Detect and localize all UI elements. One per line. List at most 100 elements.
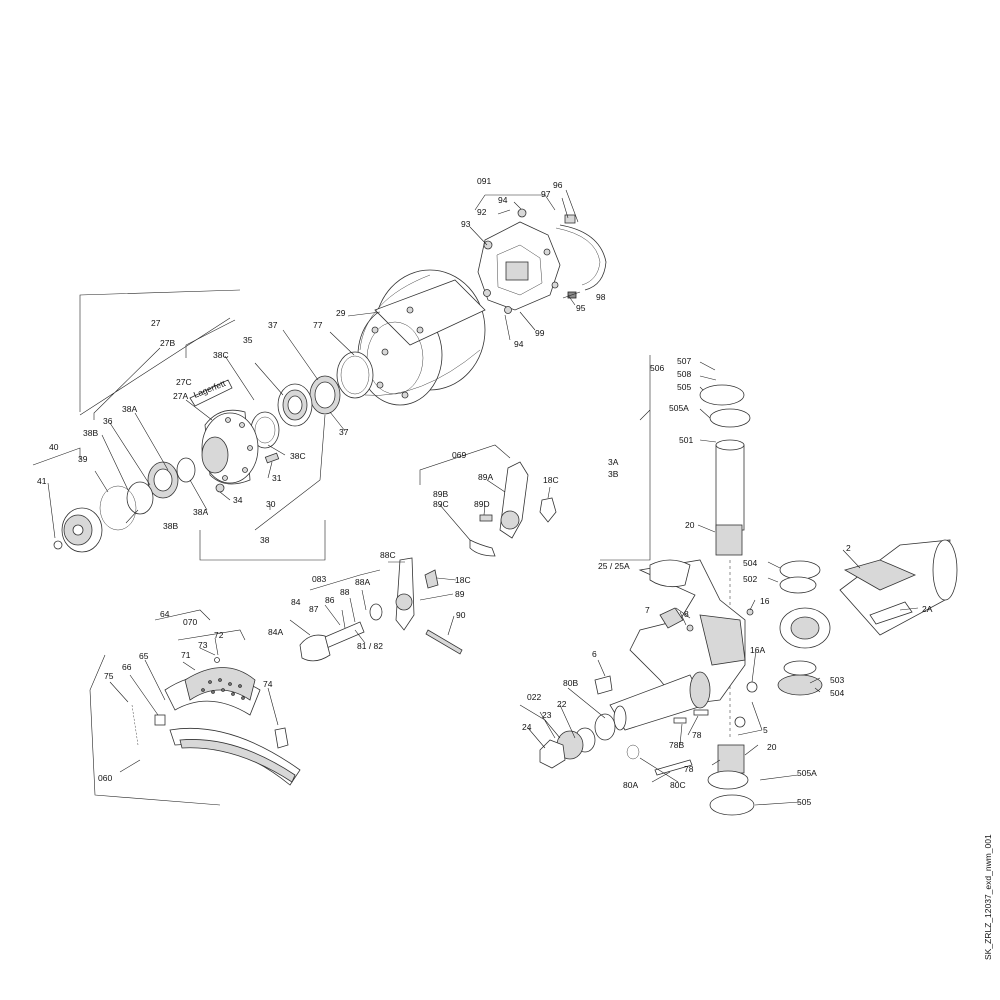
- callout-38A: 38A: [193, 507, 208, 517]
- leader-lines: [32, 189, 919, 806]
- callout-94: 94: [514, 339, 524, 349]
- callout-89B: 89B: [433, 489, 448, 499]
- callout-18C: 18C: [543, 475, 559, 485]
- callout-36: 36: [103, 416, 113, 426]
- callout-083: 083: [312, 574, 326, 584]
- callout-505A: 505A: [669, 403, 689, 413]
- callout-27A: 27A: [173, 391, 188, 401]
- brake-drum: [357, 269, 486, 406]
- callout-98: 98: [596, 292, 606, 302]
- callout-96: 96: [553, 180, 563, 190]
- callout-99: 99: [535, 328, 545, 338]
- callout-37: 37: [339, 427, 349, 437]
- slack-adjuster-group: [469, 461, 557, 557]
- callout-84A: 84A: [268, 627, 283, 637]
- callout-20: 20: [767, 742, 777, 752]
- callout-2A: 2A: [922, 604, 933, 614]
- callout-38A: 38A: [122, 404, 137, 414]
- callout-25-25A: 25 / 25A: [598, 561, 630, 571]
- callout-23: 23: [542, 710, 552, 720]
- callout-505A: 505A: [797, 768, 817, 778]
- callout-3A: 3A: [608, 457, 619, 467]
- callout-40: 40: [49, 442, 59, 452]
- callout-31: 31: [272, 473, 282, 483]
- callout-38: 38: [260, 535, 270, 545]
- callout-75: 75: [104, 671, 114, 681]
- callout-66: 66: [122, 662, 132, 672]
- callout-71: 71: [181, 650, 191, 660]
- callout-069: 069: [452, 450, 466, 460]
- callout-labels: 091 96 97 94 92 93 98 95 99 94 29 77 37 …: [37, 176, 933, 807]
- callout-20: 20: [685, 520, 695, 530]
- brake-shoe-group: [131, 657, 301, 786]
- callout-501: 501: [679, 435, 693, 445]
- callout-18C: 18C: [455, 575, 471, 585]
- callout-73: 73: [198, 640, 208, 650]
- callout-89A: 89A: [478, 472, 493, 482]
- callout-504: 504: [830, 688, 844, 698]
- callout-24: 24: [522, 722, 532, 732]
- callout-38C: 38C: [290, 451, 306, 461]
- callout-80A: 80A: [623, 780, 638, 790]
- callout-64: 64: [160, 609, 170, 619]
- callout-507: 507: [677, 356, 691, 366]
- callout-93: 93: [461, 219, 471, 229]
- callout-503: 503: [830, 675, 844, 685]
- callout-80B: 80B: [563, 678, 578, 688]
- callout-65: 65: [139, 651, 149, 661]
- knuckle-group: [539, 384, 958, 816]
- callout-94: 94: [498, 195, 508, 205]
- callout-78: 78: [692, 730, 702, 740]
- callout-89C: 89C: [433, 499, 449, 509]
- callout-38B: 38B: [83, 428, 98, 438]
- callout-88A: 88A: [355, 577, 370, 587]
- callout-81-82: 81 / 82: [357, 641, 383, 651]
- callout-35: 35: [243, 335, 253, 345]
- callout-27: 27: [151, 318, 161, 328]
- callout-6: 6: [592, 649, 597, 659]
- callout-80C: 80C: [670, 780, 686, 790]
- callout-5: 5: [763, 725, 768, 735]
- callout-34: 34: [233, 495, 243, 505]
- callout-88: 88: [340, 587, 350, 597]
- callout-37: 37: [268, 320, 278, 330]
- dust-cover-group: [477, 208, 607, 314]
- callout-504: 504: [743, 558, 757, 568]
- callout-97: 97: [541, 189, 551, 199]
- drawing-id-label: SK_ZRLZ_12037_exd_nwm_001: [983, 834, 993, 960]
- callout-3B: 3B: [608, 469, 619, 479]
- callout-502: 502: [743, 574, 757, 584]
- callout-27C: 27C: [176, 377, 192, 387]
- callout-88C: 88C: [380, 550, 396, 560]
- callout-90: 90: [456, 610, 466, 620]
- callout-41: 41: [37, 476, 47, 486]
- callout-16: 16: [760, 596, 770, 606]
- callout-92: 92: [477, 207, 487, 217]
- callout-505: 505: [797, 797, 811, 807]
- callout-505: 505: [677, 382, 691, 392]
- callout-89: 89: [455, 589, 465, 599]
- callout-38C: 38C: [213, 350, 229, 360]
- callout-506: 506: [650, 363, 664, 373]
- callout-30: 30: [266, 499, 276, 509]
- callout-74: 74: [263, 679, 273, 689]
- callout-77: 77: [313, 320, 323, 330]
- callout-060: 060: [98, 773, 112, 783]
- callout-72: 72: [214, 630, 224, 640]
- callout-86: 86: [325, 595, 335, 605]
- callout-27B: 27B: [160, 338, 175, 348]
- callout-7: 7: [645, 605, 650, 615]
- callout-38B: 38B: [163, 521, 178, 531]
- callout-84: 84: [291, 597, 301, 607]
- callout-16A: 16A: [750, 645, 765, 655]
- callout-87: 87: [309, 604, 319, 614]
- callout-2: 2: [846, 543, 851, 553]
- hub-bearing-group: [53, 351, 374, 553]
- camshaft-group: [299, 557, 463, 662]
- callout-95: 95: [576, 303, 586, 313]
- callout-070: 070: [183, 617, 197, 627]
- callout-78B: 78B: [669, 740, 684, 750]
- callout-022: 022: [527, 692, 541, 702]
- callout-091: 091: [477, 176, 491, 186]
